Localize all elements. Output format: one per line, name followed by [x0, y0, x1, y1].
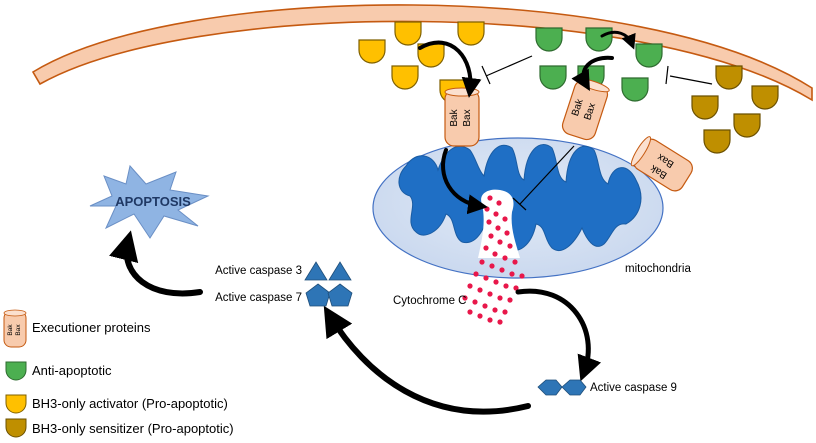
active-caspase-7-label: Active caspase 7: [215, 292, 302, 304]
cytochrome-to-caspase9-arrow: [515, 288, 602, 382]
mitochondrion-cristae: [398, 144, 642, 251]
executioner-protein-left: Bak Bax: [444, 87, 480, 147]
caspase-3-triangle: [304, 261, 328, 281]
bh3-activator-icon: [5, 394, 27, 414]
active-caspase-7: Active caspase 7: [215, 283, 353, 307]
bax-label: Bax: [582, 102, 598, 122]
cytochrome-channel: [478, 189, 520, 258]
cell-membrane: [31, 4, 813, 102]
anti-apoptotic-icon: [5, 361, 27, 381]
activation-arrows: [109, 30, 636, 415]
caspase-9-hexagon: [537, 379, 563, 396]
apoptosis-label: APOPTOSIS: [115, 194, 191, 209]
caspase-9-hexagon: [561, 379, 587, 396]
anti-apoptotic-shape: [539, 65, 567, 90]
legend-label: BH3-only activator (Pro-apoptotic): [32, 396, 228, 411]
activator-to-bakbax-arrow: [418, 40, 482, 98]
caspase37-to-apoptosis-arrow: [109, 230, 203, 297]
caspase9-to-caspase37-arrow: [323, 305, 531, 415]
legend-label: Anti-apoptotic: [32, 363, 112, 378]
apoptosis-star-shape: [89, 164, 210, 239]
legend-item-executioner: Bak Bax Executioner proteins: [3, 309, 151, 348]
caspase-3-triangle: [328, 261, 352, 281]
anti-apoptotic-to-bakbax-arrow: [571, 55, 614, 91]
bh3-sensitizer-shape: [733, 113, 761, 138]
active-caspase-3-label: Active caspase 3: [215, 265, 302, 277]
bh3-activator-shape: [358, 39, 386, 64]
cytochrome-c-label: Cytochrome C: [393, 295, 467, 307]
bax-label: Bax: [462, 109, 473, 126]
mitochondria-label: mitochondria: [625, 263, 691, 275]
bh3-activator-shape: [417, 43, 445, 68]
anti-apoptotic-shape: [535, 27, 563, 52]
bh3-activator-shape: [457, 21, 485, 46]
executioner-protein-icon: Bak Bax: [3, 309, 27, 348]
bh3-sensitizer-shape: [691, 95, 719, 120]
caspase-7-pentagon: [305, 283, 331, 307]
legend: Bak Bax Executioner proteins Anti-apopto…: [3, 309, 234, 438]
anti-apoptotic-shape: [635, 43, 663, 68]
legend-item-bh3-activator: BH3-only activator (Pro-apoptotic): [5, 394, 228, 414]
legend-item-anti-apoptotic: Anti-apoptotic: [5, 361, 112, 381]
bh3-sensitizer-shape: [751, 85, 779, 110]
bh3-sensitizer-shape: [715, 65, 743, 90]
anti-apoptotic-shape: [621, 77, 649, 102]
bak-label: Bak: [449, 108, 460, 126]
legend-item-bh3-sensitizer: BH3-only sensitizer (Pro-apoptotic): [5, 418, 234, 438]
legend-label: BH3-only sensitizer (Pro-apoptotic): [32, 421, 234, 436]
bh3-sensitizer-group: [691, 65, 779, 154]
bax-label: Bax: [15, 324, 22, 336]
bak-label: Bak: [7, 324, 14, 336]
active-caspase-9: Active caspase 9: [537, 379, 677, 396]
executioner-protein-right: Bak Bax: [630, 136, 693, 192]
anti-apoptotic-top-arrow: [600, 30, 636, 50]
active-caspase-9-label: Active caspase 9: [590, 382, 677, 394]
bak-label: Bak: [570, 97, 586, 118]
bakbax-to-mitochondria-arrow: [441, 148, 488, 215]
mitochondrion: [372, 137, 664, 279]
bh3-activator-shape: [391, 65, 419, 90]
bh3-sensitizer-icon: [5, 418, 27, 438]
legend-label: Executioner proteins: [32, 320, 151, 335]
active-caspase-3: Active caspase 3: [215, 261, 352, 281]
bh3-activator-shape: [394, 21, 422, 46]
bh3-sensitizer-shape: [703, 129, 731, 154]
anti-apoptotic-shape: [585, 27, 613, 52]
caspase-7-pentagon: [327, 283, 353, 307]
executioner-protein-middle: Bak Bax: [561, 78, 610, 141]
apoptosis-burst: APOPTOSIS: [89, 164, 210, 239]
inhibition-lines: [481, 55, 713, 211]
